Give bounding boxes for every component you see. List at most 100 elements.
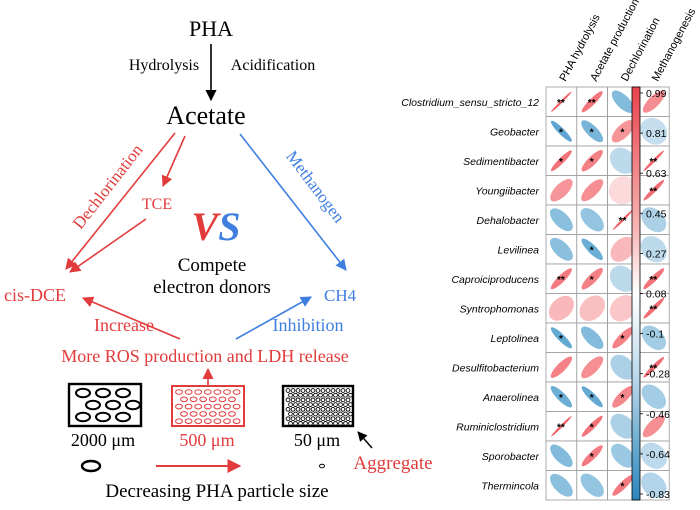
correlation-ellipse [612,209,634,231]
row-label: Desulfitobacterium [452,362,539,374]
correlation-ellipse [642,90,665,113]
particle-box-500 [171,385,245,427]
correlation-ellipse [581,356,604,379]
medium-particle [184,389,193,395]
correlation-ellipse [551,91,572,113]
correlation-ellipse [642,415,665,438]
significance-mark: ** [649,304,657,315]
small-particle [303,411,308,417]
small-particle [285,397,291,403]
small-particle [303,421,308,426]
medium-particle [175,403,183,410]
correlation-ellipse [612,474,634,496]
small-particle [343,411,348,417]
mechanism-diagram: PHA Hydrolysis Acidification Acetate Dec… [4,16,433,502]
correlation-ellipse [581,91,603,113]
medium-particle [184,418,193,425]
correlation-ellipse [550,150,572,172]
row-label: Syntrophomonas [460,303,540,315]
medium-particle [232,389,241,395]
versus-label: VS [192,204,241,249]
small-particle [300,416,306,422]
medium-particle [184,403,193,410]
small-particle [335,416,341,422]
small-particle [325,416,331,422]
ros-ldh-label: More ROS production and LDH release [61,346,348,366]
small-particle [345,416,351,422]
small-particle [305,397,311,403]
particle-box-2000 [67,382,143,428]
medium-particle [223,418,231,425]
small-particle [305,388,311,393]
medium-particle [180,396,188,403]
large-particle [75,411,91,423]
small-particle [343,421,348,426]
significance-mark: * [590,157,594,168]
color-scale-label: -0.64 [646,449,670,461]
acetate-label: Acetate [166,101,245,130]
correlation-ellipse [581,238,603,260]
correlation-ellipse [643,297,665,319]
color-scale-label: 0.08 [646,289,667,301]
small-particle [333,392,338,398]
significance-mark: * [590,452,594,463]
correlation-ellipse [640,442,667,469]
correlation-ellipse [550,268,572,290]
large-particle [85,399,101,411]
correlation-ellipse [550,386,573,408]
small-particle [305,406,311,412]
small-particle [295,406,301,412]
medium-particle [199,396,208,403]
small-particle [308,411,313,417]
medium-particle [189,411,198,417]
small-particle [298,402,303,407]
color-scale-label: -0.83 [646,489,670,501]
correlation-ellipse [550,444,573,467]
row-label: Anaerolinea [482,392,539,404]
color-scale-label: -0.28 [646,369,670,381]
small-particle [300,406,306,412]
medium-particle [213,389,222,395]
small-particle [298,411,303,417]
significance-mark: * [590,422,594,433]
small-particle [345,388,351,393]
small-particle [335,397,341,403]
acetate-to-cis-dce-arrow [65,132,176,270]
small-particle [338,421,343,426]
small-particle [325,397,331,403]
row-label: Dehalobacter [477,215,540,227]
color-scale-label: 0.81 [646,128,667,140]
large-particle [125,399,141,411]
medium-particle [223,389,231,395]
medium-particle [194,403,203,410]
pha-label: PHA [189,16,233,41]
small-particle [325,388,331,393]
small-particle [293,392,298,398]
small-particle [343,402,348,407]
small-particle [330,388,336,393]
significance-mark: * [621,393,625,404]
correlation-ellipse [611,90,635,113]
small-particle [328,402,333,407]
row-label: Thermincola [481,480,539,492]
correlation-ellipse [581,415,603,437]
correlation-ellipse [550,179,573,202]
acetate-to-ch4-arrow [239,133,347,271]
size-2000-label: 2000 μm [71,430,135,450]
color-scale-label: 0.27 [646,248,667,260]
small-particle [295,397,301,403]
small-particle [290,397,296,403]
significance-mark: * [559,157,563,168]
small-particle [320,397,326,403]
compete-line2: electron donors [153,277,271,298]
small-particle [295,388,301,393]
significance-mark: ** [588,98,596,109]
hydrolysis-label: Hydrolysis [129,57,199,74]
small-particle [318,421,323,426]
significance-mark: ** [649,363,657,374]
correlation-ellipse [549,237,573,261]
small-particle [313,421,318,426]
color-scale-label: -0.1 [646,329,664,341]
medium-particle [218,396,227,403]
